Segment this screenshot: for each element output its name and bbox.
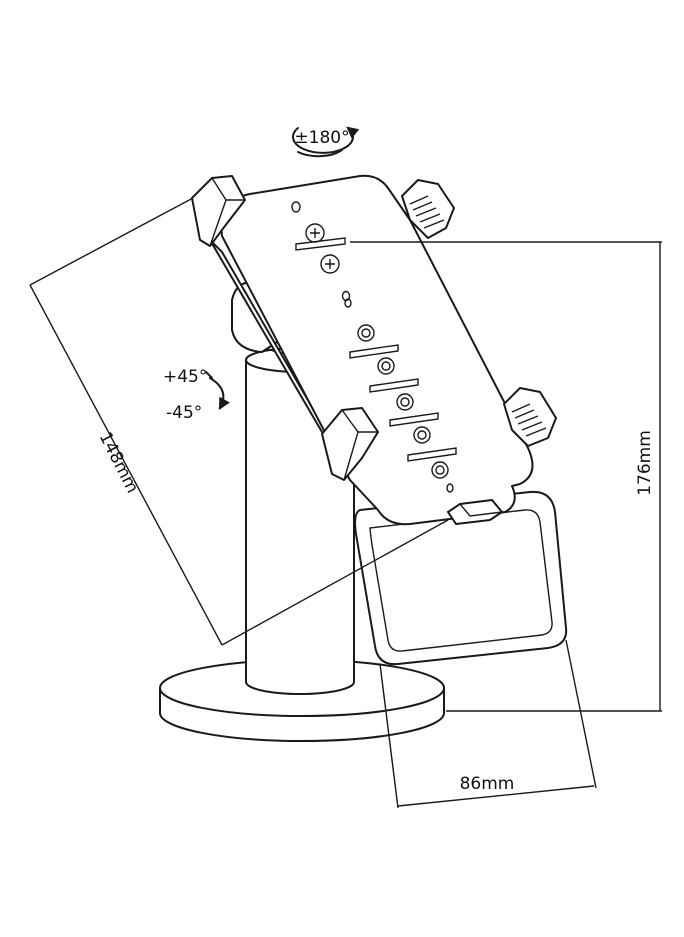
clamp-top-right bbox=[401, 179, 455, 239]
dimension-148mm bbox=[29, 197, 449, 646]
plate-holes bbox=[291, 201, 454, 493]
card-guard-bracket bbox=[354, 490, 568, 666]
dim-length-label: 148mm bbox=[95, 429, 143, 497]
rotation-arrow-icon bbox=[292, 126, 360, 158]
dimension-86mm bbox=[379, 639, 597, 809]
mounting-plate bbox=[209, 174, 534, 526]
dim-height-label: 176mm bbox=[635, 430, 655, 496]
tilt-arrow-icon bbox=[205, 371, 230, 411]
tilt-up-label: +45° bbox=[163, 367, 207, 387]
rotation-label: ±180° bbox=[294, 128, 349, 148]
clamp-top-left bbox=[191, 175, 246, 247]
clamp-bottom-left bbox=[321, 407, 379, 481]
dimension-176mm bbox=[350, 241, 662, 712]
plate-slots bbox=[295, 237, 457, 462]
dim-width-label: 86mm bbox=[460, 774, 515, 794]
clamp-mid-right bbox=[503, 387, 557, 447]
tilt-down-label: -45° bbox=[166, 403, 202, 423]
clamp-bottom bbox=[447, 499, 503, 525]
